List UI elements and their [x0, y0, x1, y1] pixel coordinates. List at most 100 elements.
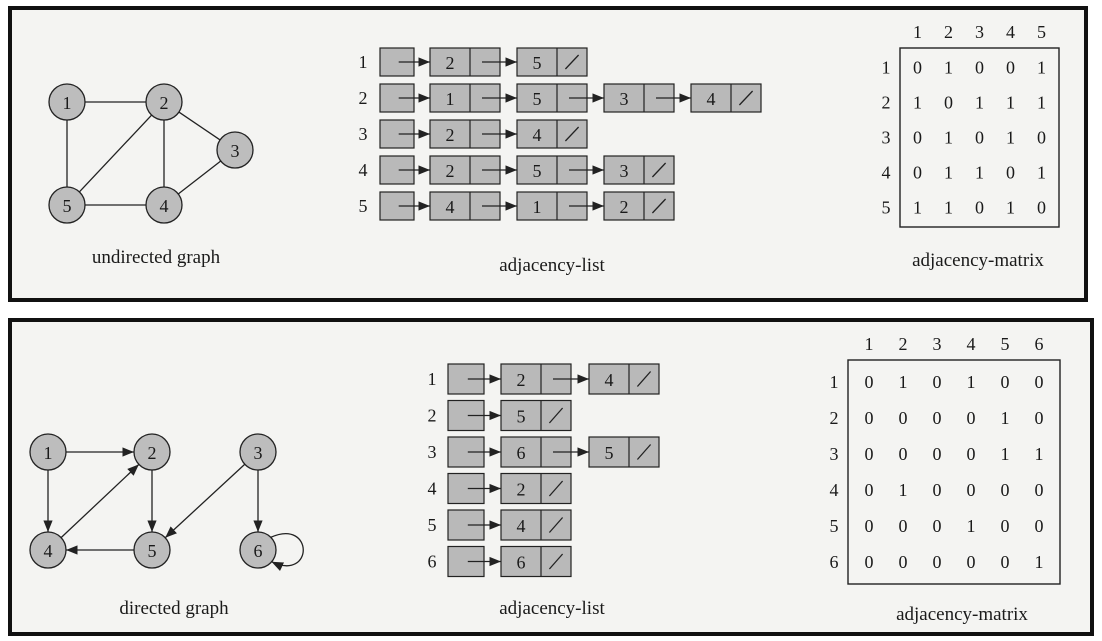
dm-matrix-cell: 0 [1001, 480, 1010, 500]
dl-null-slash [636, 371, 652, 387]
undirected-matrix-caption: adjacency-matrix [912, 250, 1044, 271]
ul-null-slash [564, 126, 580, 142]
um-matrix-cell: 0 [1037, 128, 1046, 148]
dg-node-label-3: 3 [254, 443, 263, 463]
dm-col-header: 4 [967, 334, 976, 354]
dl-list-node-value: 4 [517, 516, 526, 536]
dm-matrix-cell: 1 [1001, 444, 1010, 464]
dg-edge-4-2 [60, 463, 140, 539]
dl-row-label: 2 [428, 406, 437, 426]
ug-node-label-5: 5 [63, 196, 72, 216]
um-matrix-cell: 0 [913, 163, 922, 183]
um-row-header: 4 [882, 163, 891, 183]
ul-head-cell [379, 119, 415, 149]
um-row-header: 3 [882, 128, 891, 148]
dm-matrix-cell: 0 [1035, 516, 1044, 536]
dm-matrix-cell: 0 [865, 408, 874, 428]
um-matrix-cell: 1 [944, 128, 953, 148]
ug-node-label-3: 3 [231, 141, 240, 161]
ug-node-1 [48, 83, 86, 121]
dm-matrix-cell: 1 [1035, 444, 1044, 464]
ul-null-slash [651, 162, 667, 178]
um-matrix-cell: 1 [944, 198, 953, 218]
dl-null-slash [548, 480, 564, 497]
ul-null-slash [651, 198, 667, 214]
ul-list-node [429, 83, 501, 113]
um-matrix-cell: 0 [1037, 198, 1046, 218]
um-matrix-cell: 1 [944, 58, 953, 78]
ul-list-node [516, 119, 588, 149]
dl-list-node-value: 5 [605, 443, 614, 463]
ug-node-label-4: 4 [160, 196, 169, 216]
dm-matrix-cell: 1 [1001, 408, 1010, 428]
um-matrix-cell: 1 [1037, 58, 1046, 78]
ul-list-node-value: 4 [707, 89, 716, 109]
dg-node-label-4: 4 [44, 541, 53, 561]
ug-edge-3-4 [177, 160, 222, 195]
dm-matrix-cell: 0 [865, 372, 874, 392]
dl-list-node [500, 399, 572, 432]
ul-null-slash [564, 54, 580, 70]
ug-node-4 [145, 186, 183, 224]
ug-edge-2-5 [78, 114, 153, 193]
um-matrix-frame [899, 47, 1060, 228]
um-matrix-cell: 0 [1006, 58, 1015, 78]
dm-row-header: 1 [830, 372, 839, 392]
dl-list-node-value: 5 [517, 407, 526, 427]
dl-list-node [500, 545, 572, 578]
dm-matrix-cell: 0 [1001, 372, 1010, 392]
ul-list-node-value: 1 [533, 197, 542, 217]
dm-matrix-cell: 0 [933, 516, 942, 536]
dl-null-slash [636, 444, 652, 460]
ul-row-label: 4 [359, 160, 368, 180]
ug-node-label-1: 1 [63, 93, 72, 113]
dm-row-header: 6 [830, 552, 839, 572]
dm-matrix-cell: 0 [933, 372, 942, 392]
dg-node-6 [239, 531, 277, 569]
dg-node-4 [29, 531, 67, 569]
dl-list-node-value: 6 [517, 443, 526, 463]
dm-matrix-cell: 0 [1001, 516, 1010, 536]
ul-list-node-value: 3 [620, 89, 629, 109]
dm-matrix-cell: 0 [933, 408, 942, 428]
dm-col-header: 5 [1001, 334, 1010, 354]
dg-node-label-2: 2 [148, 443, 157, 463]
directed-graph-caption: directed graph [119, 598, 229, 619]
ul-null-slash [738, 90, 754, 106]
dm-matrix-cell: 0 [899, 552, 908, 572]
ul-list-node [690, 83, 762, 113]
ul-list-node-value: 2 [446, 125, 455, 145]
um-matrix-cell: 1 [975, 93, 984, 113]
ul-row-label: 5 [359, 196, 368, 216]
um-matrix-cell: 1 [913, 93, 922, 113]
ul-list-node [603, 155, 675, 185]
dl-list-node-value: 2 [517, 370, 526, 390]
ul-list-node-value: 5 [533, 161, 542, 181]
dm-matrix-cell: 0 [899, 408, 908, 428]
um-col-header: 5 [1037, 22, 1046, 42]
ul-list-node-value: 5 [533, 53, 542, 73]
ul-list-node [516, 47, 588, 77]
ul-list-node-value: 1 [446, 89, 455, 109]
um-matrix-cell: 1 [975, 163, 984, 183]
um-row-header: 5 [882, 198, 891, 218]
dl-list-node-value: 6 [517, 553, 526, 573]
ul-list-node-value: 3 [620, 161, 629, 181]
dm-matrix-frame [847, 359, 1061, 585]
dl-row-label: 5 [428, 515, 437, 535]
dm-matrix-cell: 1 [899, 372, 908, 392]
dl-list-node-value: 2 [517, 480, 526, 500]
dm-row-header: 4 [830, 480, 839, 500]
dm-matrix-cell: 0 [967, 480, 976, 500]
dm-matrix-cell: 0 [865, 552, 874, 572]
dl-list-node [588, 363, 660, 395]
dl-row-label: 3 [428, 442, 437, 462]
dm-matrix-cell: 0 [1035, 372, 1044, 392]
dm-row-header: 5 [830, 516, 839, 536]
dg-node-label-6: 6 [254, 541, 263, 561]
um-matrix-cell: 0 [975, 58, 984, 78]
undirected-list-caption: adjacency-list [499, 255, 605, 276]
